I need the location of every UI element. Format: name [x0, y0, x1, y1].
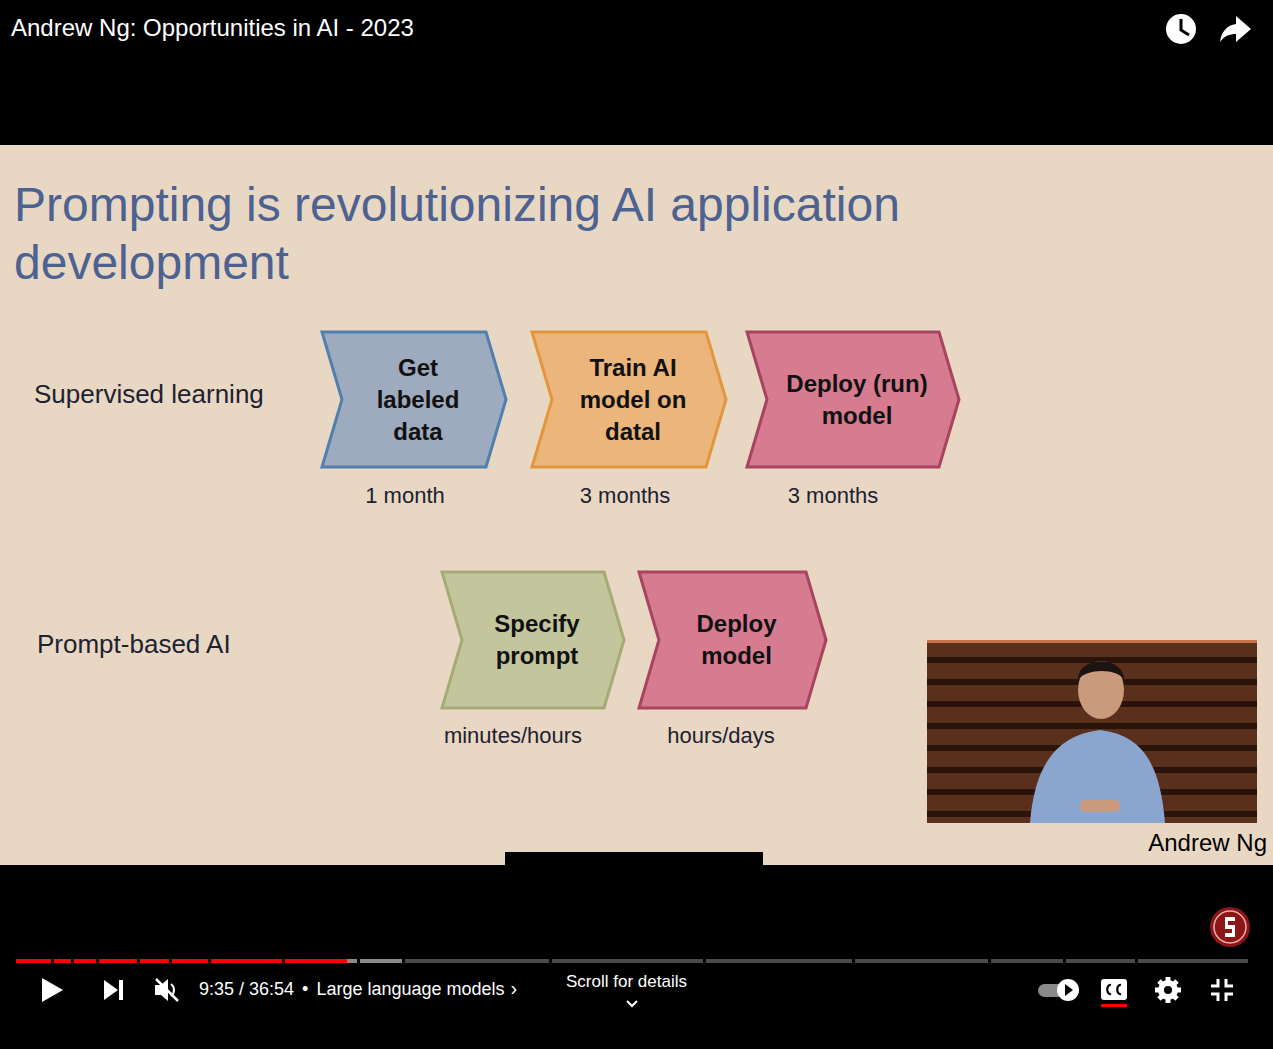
node-text: Specify prompt [476, 608, 598, 672]
duration-label: 3 months [788, 483, 879, 509]
chevron-shape [745, 330, 961, 469]
node-text: Train AI model on datal [577, 352, 689, 448]
next-icon [104, 980, 123, 1000]
speaker-name: Andrew Ng [1148, 829, 1267, 857]
row-label: Supervised learning [34, 379, 264, 410]
share-icon [1220, 16, 1251, 42]
chapter-arrow: › [511, 977, 518, 1000]
row-label: Prompt-based AI [37, 629, 231, 660]
duration-label: 1 month [365, 483, 445, 509]
node-text: Get labeled data [357, 352, 479, 448]
chevron-outline [747, 332, 959, 467]
exit-fullscreen-icon [1211, 979, 1233, 1001]
chevron-outline [639, 572, 826, 708]
process-chevron: Deploy (run) model [745, 330, 961, 469]
autoplay-toggle [1038, 979, 1079, 1001]
chevron-shape [637, 570, 828, 710]
slide-title: Prompting is revolutionizing AI applicat… [14, 176, 1014, 292]
time-display: 9:35 / 36:54 [199, 979, 294, 1000]
presenter-video [927, 640, 1257, 823]
chevron-shape [440, 570, 626, 710]
chapter-hint: Scroll for details [566, 972, 687, 992]
cc-icon [1101, 979, 1127, 1007]
process-chevron: Specify prompt [440, 570, 626, 710]
duration-label: minutes/hours [444, 723, 582, 749]
duration-label: 3 months [580, 483, 671, 509]
video-title: Andrew Ng: Opportunities in AI - 2023 [11, 14, 414, 42]
settings-icon [1155, 977, 1181, 1003]
duration-label: hours/days [667, 723, 775, 749]
caption-box [505, 852, 763, 888]
process-chevron: Get labeled data [320, 330, 508, 469]
process-chevron: Train AI model on datal [530, 330, 728, 469]
chevron-outline [322, 332, 506, 467]
node-text: Deploy model [676, 608, 798, 672]
chevron-down-icon [627, 1001, 637, 1006]
chevron-outline [442, 572, 624, 708]
progress-bar [16, 958, 1248, 964]
watch-later-icon [1166, 14, 1196, 44]
node-text: Deploy (run) model [779, 368, 935, 432]
process-chevron: Deploy model [637, 570, 828, 710]
mute-icon [155, 979, 178, 1001]
chapter-title: Large language models [316, 979, 504, 1000]
stanford-logo [1210, 907, 1250, 947]
play-icon [42, 978, 63, 1002]
chevron-outline [532, 332, 726, 467]
separator: • [302, 979, 308, 1000]
slide-ground [0, 145, 1273, 865]
